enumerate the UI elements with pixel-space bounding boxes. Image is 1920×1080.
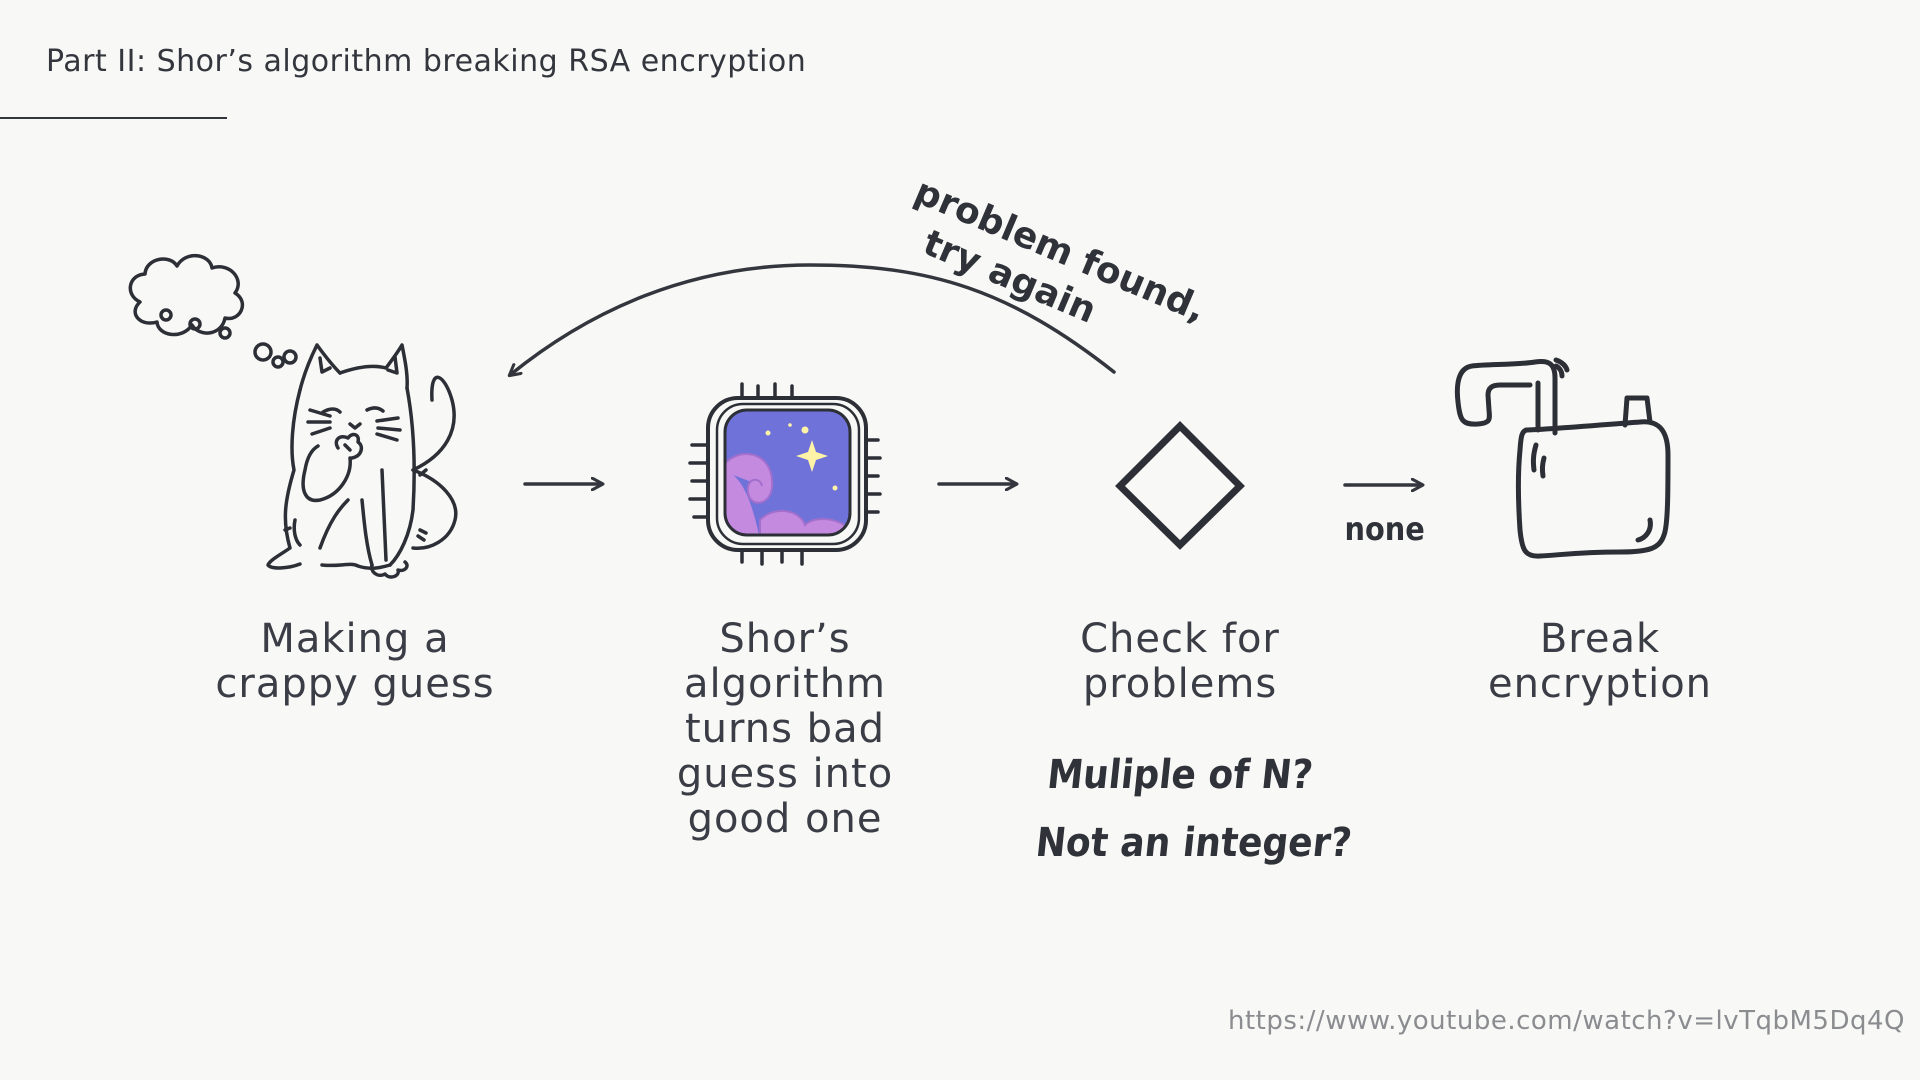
quantum-chip-icon bbox=[688, 382, 882, 566]
slide-title: Part II: Shor’s algorithm breaking RSA e… bbox=[46, 44, 807, 79]
step-label-break: Break encryption bbox=[1487, 616, 1713, 707]
step-label-guess: Making a crappy guess bbox=[215, 616, 495, 707]
step-label-shor: Shor’s algorithm turns bad guess into go… bbox=[676, 616, 894, 842]
arrow-try-again-loop bbox=[510, 263, 1116, 375]
step-label-check: Check for problems bbox=[1080, 616, 1280, 707]
thinking-cat-icon bbox=[128, 254, 458, 579]
diamond-decision-icon bbox=[1115, 421, 1245, 550]
check-not-integer: Not an integer? bbox=[1033, 820, 1354, 866]
title-underline bbox=[0, 117, 227, 119]
edge-label-none: none bbox=[1344, 510, 1425, 548]
check-multiple-of-n: Muliple of N? bbox=[1045, 752, 1315, 798]
open-padlock-icon bbox=[1454, 357, 1671, 559]
source-url: https://www.youtube.com/watch?v=lvTqbM5D… bbox=[1228, 1006, 1906, 1036]
